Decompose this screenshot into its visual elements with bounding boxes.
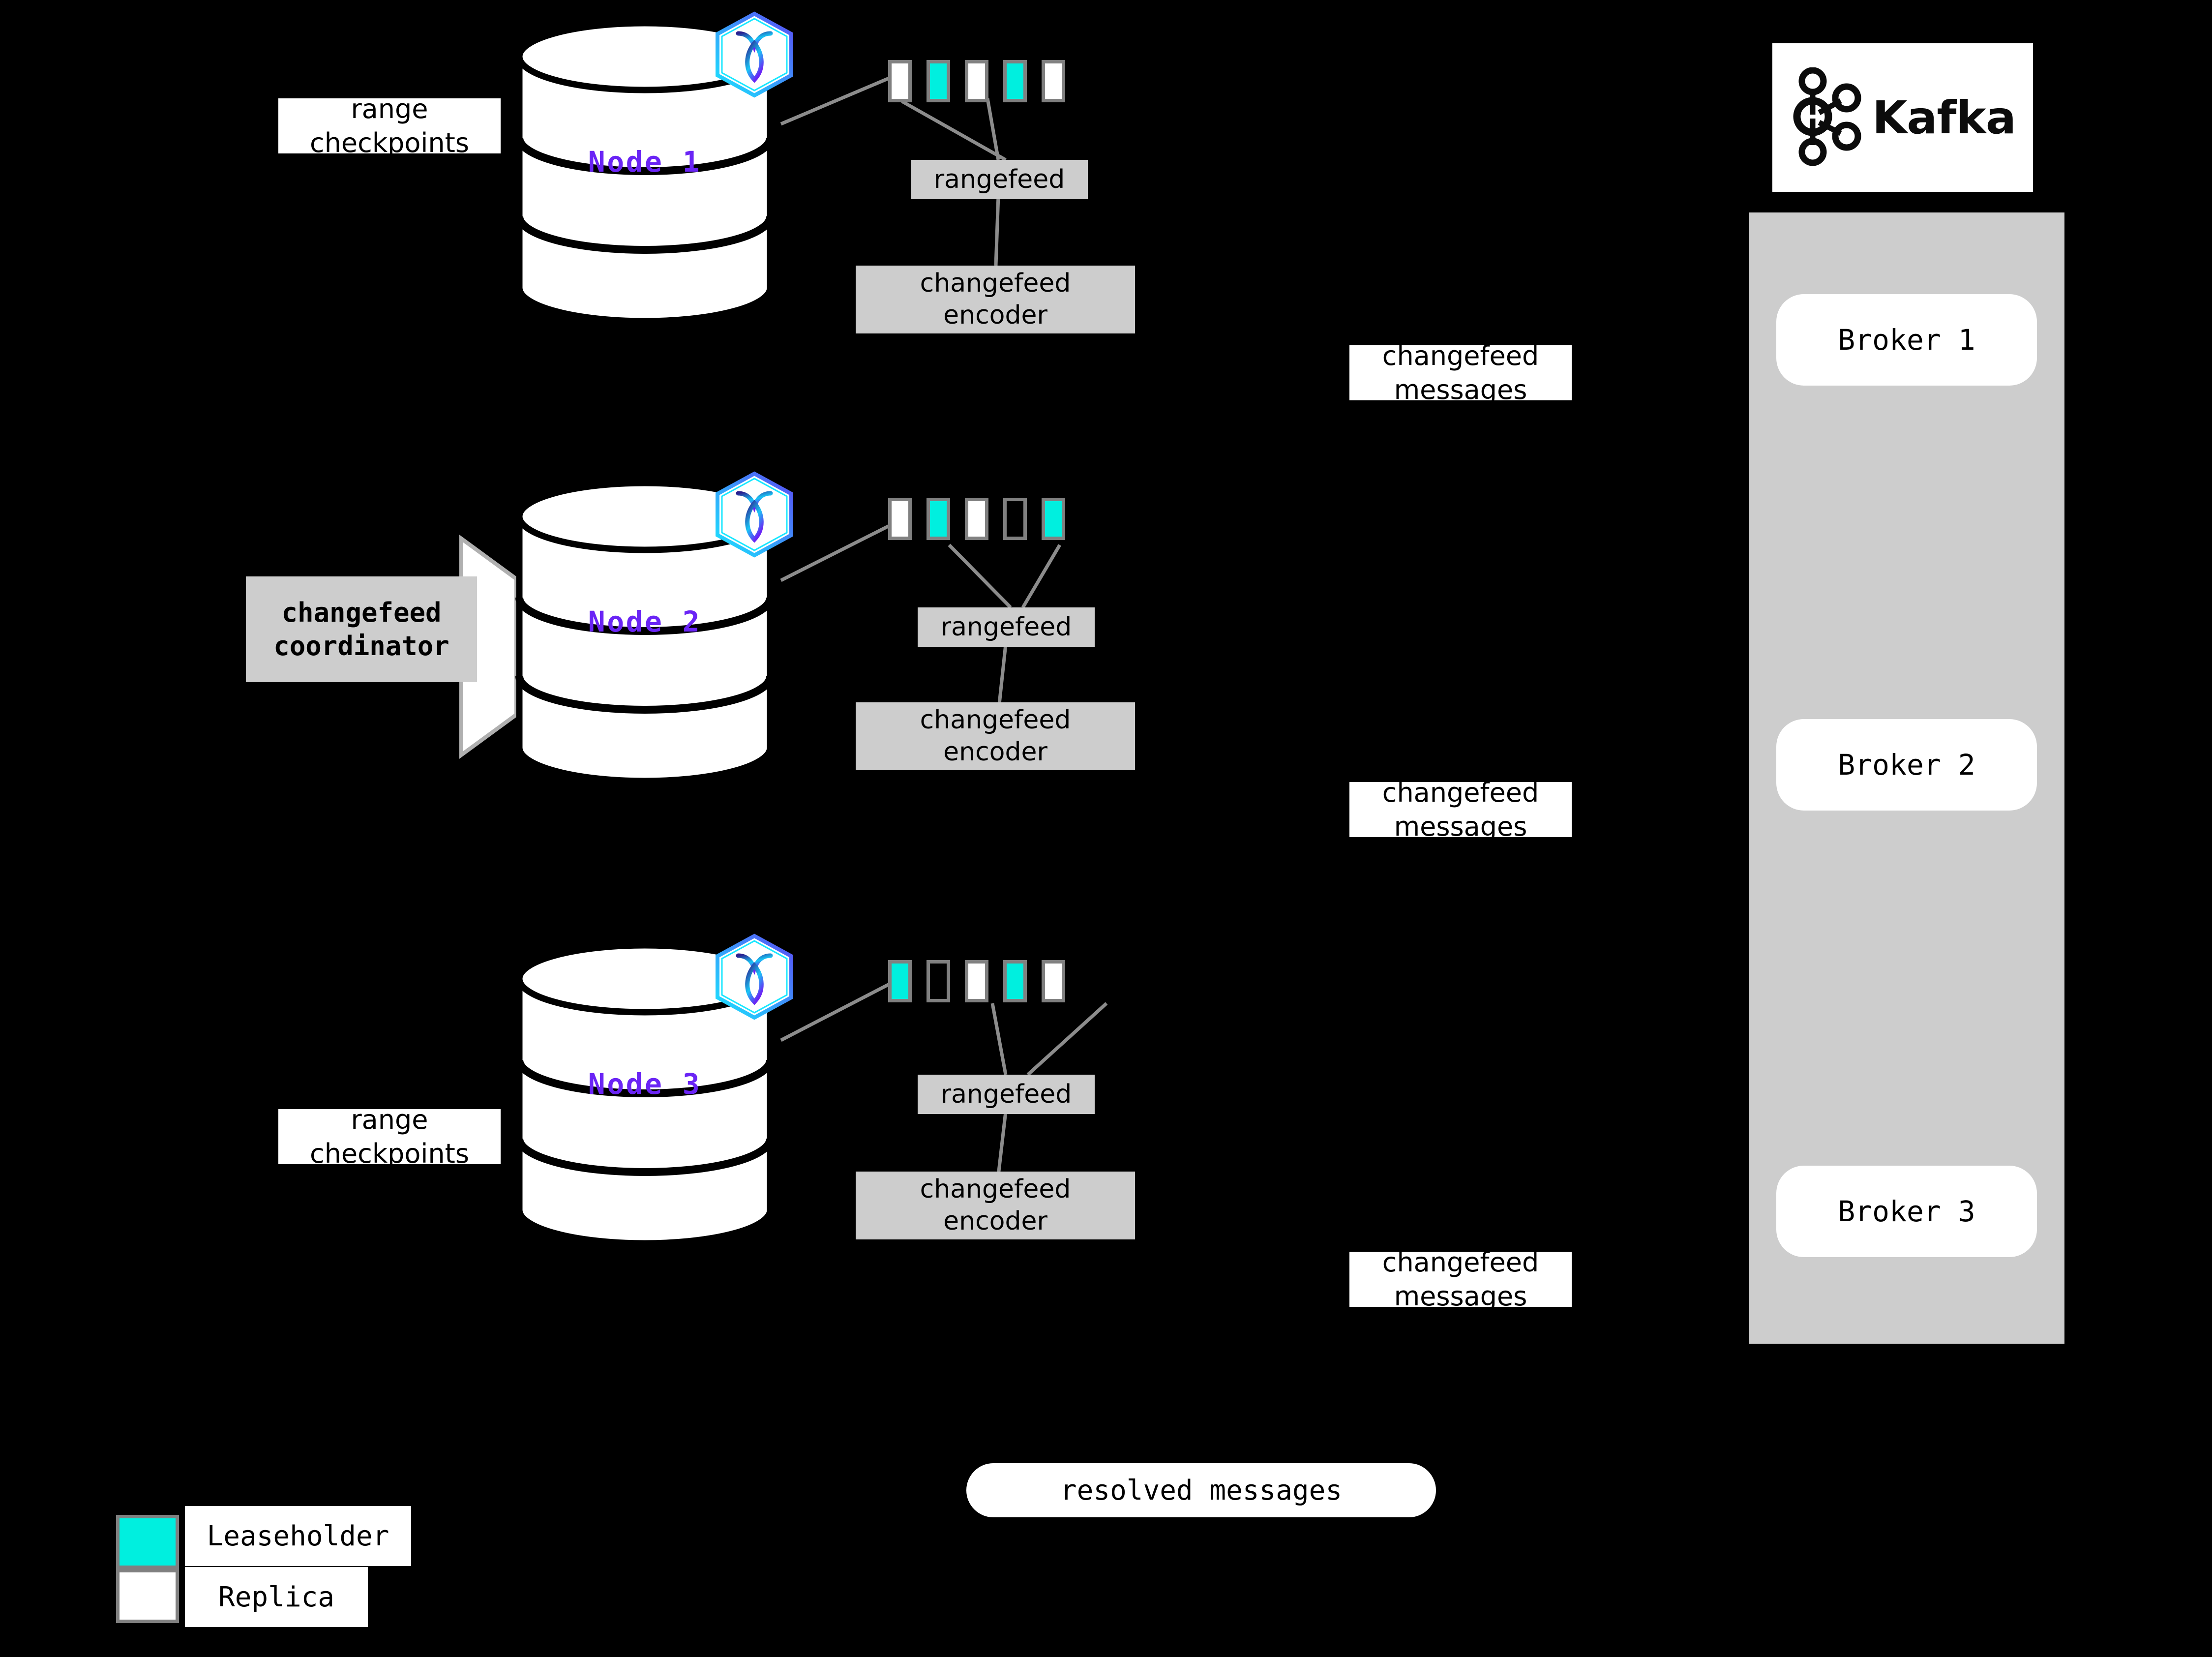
kafka-logo-card: Kafka bbox=[1772, 43, 2033, 192]
broker-2-card[interactable]: Broker 2 bbox=[1776, 719, 2037, 811]
node-2-changefeed-messages-text: changefeed messages bbox=[1382, 777, 1539, 842]
node-1-cylinder: Node 1 bbox=[514, 20, 775, 325]
broker-1-card[interactable]: Broker 1 bbox=[1776, 294, 2037, 386]
node-3-range-checkpoints-text: range checkpoints bbox=[310, 1104, 469, 1169]
node-1-encoder-box: changefeed encoder bbox=[856, 266, 1135, 333]
legend-swatch-replica bbox=[116, 1569, 179, 1623]
node-1-label: Node 1 bbox=[588, 145, 702, 179]
legend-label-replica: Replica bbox=[218, 1581, 334, 1613]
node-2-rangefeed-label: rangefeed bbox=[940, 612, 1072, 642]
range-cell bbox=[1042, 960, 1065, 1002]
node-3-rangefeed-label: rangefeed bbox=[940, 1079, 1072, 1109]
node-2-cockroachdb-icon bbox=[713, 471, 796, 560]
node-1-cylinder-shape bbox=[515, 20, 774, 325]
range-cell bbox=[888, 960, 912, 1002]
node-3-cylinder: Node 3 bbox=[514, 942, 775, 1247]
kafka-logo-icon bbox=[1790, 67, 1863, 168]
broker-1-label: Broker 1 bbox=[1838, 323, 1975, 357]
node-1-rangefeed-label: rangefeed bbox=[933, 164, 1065, 194]
node-2-rangefeed-box: rangefeed bbox=[918, 607, 1095, 647]
legend-label-replica-box: Replica bbox=[185, 1567, 368, 1627]
node-1-rangefeed-box: rangefeed bbox=[911, 160, 1088, 199]
node-3-encoder-label: changefeed encoder bbox=[920, 1175, 1071, 1236]
node-1-cockroachdb-icon bbox=[713, 11, 796, 100]
range-cell bbox=[965, 60, 988, 102]
legend-label-leaseholder: Leaseholder bbox=[207, 1520, 389, 1552]
kafka-wordmark: Kafka bbox=[1872, 91, 2016, 144]
range-cell bbox=[927, 60, 950, 102]
node-2-range-row bbox=[888, 498, 1080, 540]
node-1-changefeed-messages-text: changefeed messages bbox=[1382, 340, 1539, 405]
range-cell bbox=[927, 498, 950, 540]
node-1-range-checkpoints-label: range checkpoints bbox=[278, 93, 501, 158]
resolved-messages-label: resolved messages bbox=[1060, 1474, 1343, 1506]
node-3-changefeed-messages-label: changefeed messages bbox=[1349, 1247, 1572, 1312]
node-1-encoder-label: changefeed encoder bbox=[920, 269, 1071, 330]
node-3-rangefeed-box: rangefeed bbox=[918, 1075, 1095, 1114]
legend-swatch-leaseholder bbox=[116, 1515, 179, 1569]
range-cell bbox=[888, 60, 912, 102]
node-3-encoder-box: changefeed encoder bbox=[856, 1172, 1135, 1239]
range-cell bbox=[1003, 498, 1027, 540]
node-3-range-checkpoints-label: range checkpoints bbox=[278, 1104, 501, 1169]
broker-3-card[interactable]: Broker 3 bbox=[1776, 1166, 2037, 1257]
node-2-coordinator-label: changefeed coordinator bbox=[273, 597, 449, 662]
broker-3-label: Broker 3 bbox=[1838, 1195, 1975, 1228]
range-cell bbox=[1003, 960, 1027, 1002]
resolved-messages-pill: resolved messages bbox=[966, 1463, 1436, 1517]
range-cell bbox=[888, 498, 912, 540]
range-cell bbox=[965, 960, 988, 1002]
range-cell bbox=[1003, 60, 1027, 102]
node-2-encoder-label: changefeed encoder bbox=[920, 705, 1071, 767]
node-2-label: Node 2 bbox=[588, 605, 702, 638]
node-3-changefeed-messages-text: changefeed messages bbox=[1382, 1246, 1539, 1312]
node-3-cylinder-shape bbox=[515, 942, 774, 1247]
legend-label-leaseholder-box: Leaseholder bbox=[185, 1506, 411, 1566]
node-3-range-row bbox=[888, 960, 1080, 1002]
range-cell bbox=[965, 498, 988, 540]
range-cell bbox=[1042, 498, 1065, 540]
range-cell bbox=[927, 960, 950, 1002]
node-2-encoder-box: changefeed encoder bbox=[856, 702, 1135, 770]
range-cell bbox=[1042, 60, 1065, 102]
node-3-cockroachdb-icon bbox=[713, 933, 796, 1023]
node-1-range-row bbox=[888, 60, 1080, 102]
node-2-changefeed-messages-label: changefeed messages bbox=[1349, 777, 1572, 842]
node-1-range-checkpoints-text: range checkpoints bbox=[310, 93, 469, 158]
node-3-label: Node 3 bbox=[588, 1067, 702, 1101]
node-1-changefeed-messages-label: changefeed messages bbox=[1349, 340, 1572, 405]
node-2-coordinator-box: changefeed coordinator bbox=[246, 576, 477, 682]
broker-2-label: Broker 2 bbox=[1838, 748, 1975, 782]
